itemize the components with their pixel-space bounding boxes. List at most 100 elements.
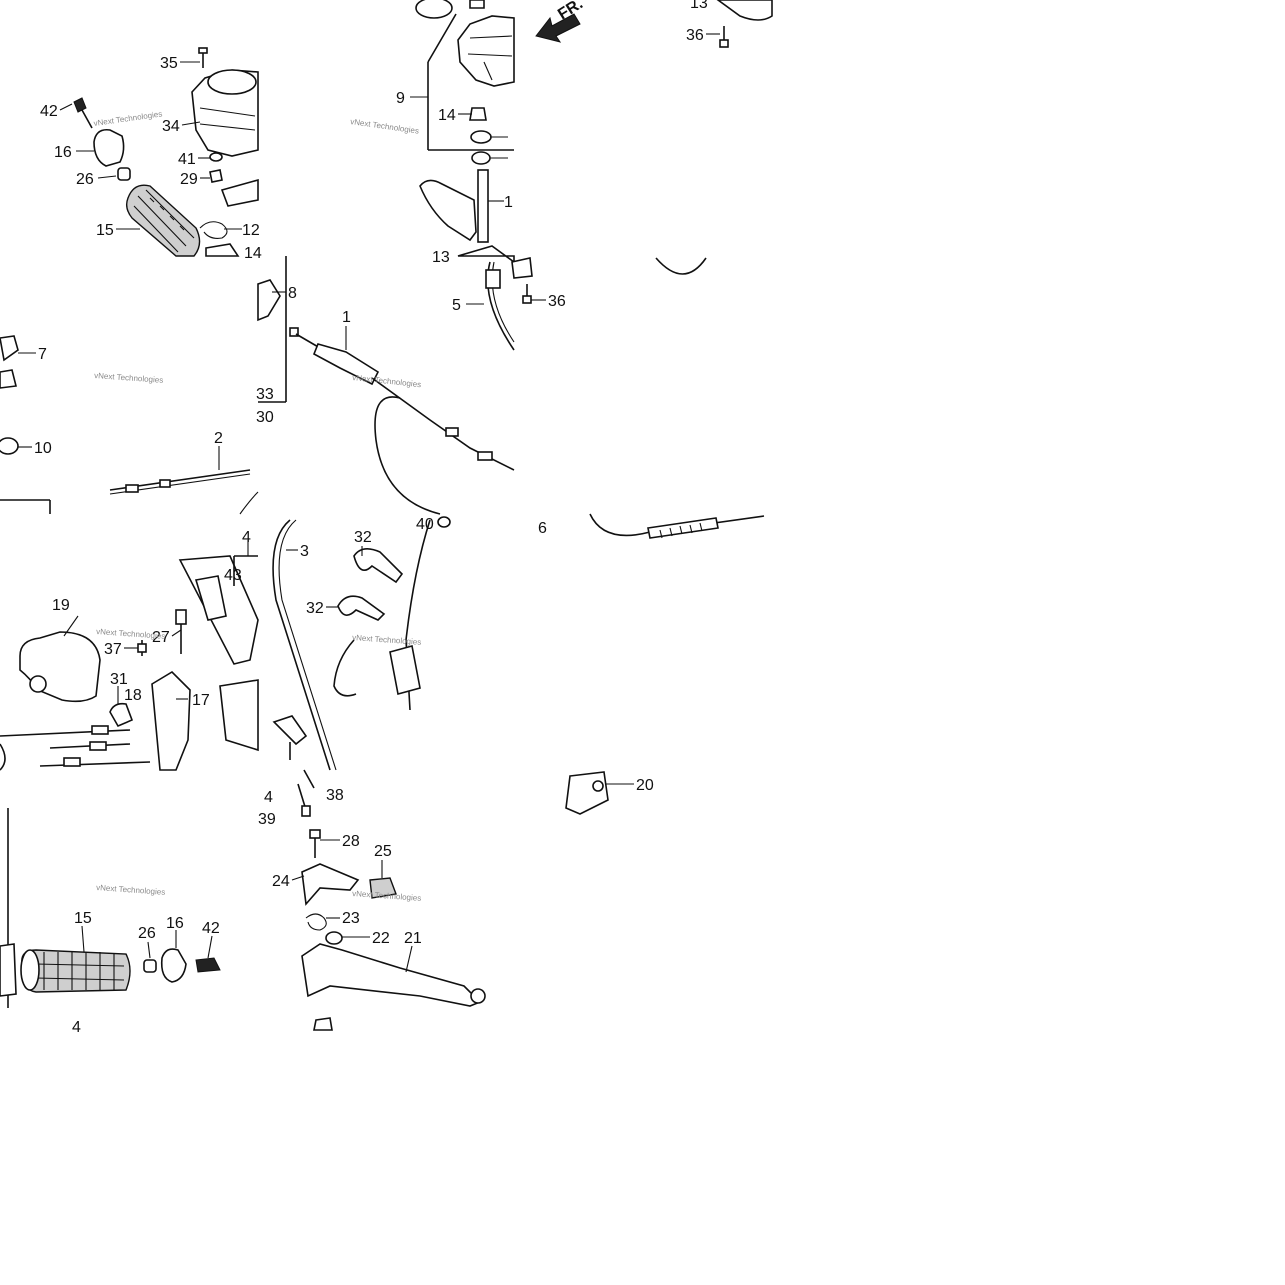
switch-19 [19, 631, 101, 703]
callout-13-top: 13 [432, 249, 450, 266]
watermark: vNext Technologies [352, 373, 422, 389]
cable-3 [272, 519, 331, 771]
callout-32-top: 32 [354, 529, 372, 546]
washer-33-top [470, 130, 492, 144]
pivot-24 [301, 863, 360, 906]
callout-37: 37 [104, 641, 122, 658]
callout-4-bottom: 4 [264, 789, 273, 806]
bolt-39 [301, 805, 311, 817]
callout-14-top: 14 [244, 245, 262, 262]
lever-21 [301, 943, 482, 1007]
callout-6: 6 [538, 520, 547, 537]
part-20-group [565, 771, 609, 815]
cable-1-adjuster [312, 343, 380, 386]
cable-1-group [257, 256, 515, 515]
callout-31: 31 [110, 671, 128, 688]
callout-29: 29 [180, 171, 198, 188]
clamp-32-top [353, 548, 404, 584]
callout-42-left: 42 [202, 920, 220, 937]
cable-2-group [0, 335, 259, 515]
callout-42: 42 [40, 103, 58, 120]
wire-harness [405, 519, 431, 711]
callout-15: 15 [96, 222, 114, 239]
callout-32-bottom: 32 [306, 600, 324, 617]
grip-15 [125, 184, 201, 257]
callout-43: 43 [224, 567, 242, 584]
grip-end-16b [160, 948, 187, 983]
callout-3: 3 [300, 543, 309, 560]
cable-6-group [589, 513, 765, 539]
bracket-13 [716, 0, 773, 21]
callout-26: 26 [76, 171, 94, 188]
callout-24: 24 [272, 873, 290, 890]
throttle-lever [419, 179, 477, 242]
block-25 [369, 877, 397, 899]
screw-37 [137, 643, 147, 653]
clamp-32-bottom [337, 595, 386, 621]
callout-20: 20 [636, 777, 654, 794]
lever-group [297, 769, 486, 1031]
callout-13: 13 [690, 0, 708, 12]
connector [389, 645, 421, 695]
callout-14: 14 [438, 107, 456, 124]
bolt-28 [309, 829, 321, 839]
callout-41: 41 [178, 151, 196, 168]
callout-21: 21 [404, 930, 422, 947]
callout-19: 19 [52, 597, 70, 614]
callout-10: 10 [34, 440, 52, 457]
screw-36b [522, 295, 532, 304]
callout-labels: 35 42 16 26 15 34 41 29 12 14 9 14 1 13 … [34, 0, 708, 1036]
front-direction-arrow [535, 13, 581, 43]
callout-23: 23 [342, 910, 360, 927]
callout-1-top: 1 [504, 194, 513, 211]
switch-housing-group [415, 0, 581, 264]
bolt-42b [195, 957, 221, 973]
callout-26-left: 26 [138, 925, 156, 942]
clip-29 [209, 169, 223, 183]
screw-35 [198, 47, 208, 54]
callout-16-left: 16 [166, 915, 184, 932]
callout-36: 36 [686, 27, 704, 44]
callout-34: 34 [162, 118, 180, 135]
holder-17 [151, 670, 191, 771]
holder-43 [194, 575, 227, 621]
callout-25: 25 [374, 843, 392, 860]
collar-26 [117, 167, 131, 181]
switch-housing [457, 15, 515, 87]
callout-12: 12 [242, 222, 260, 239]
screw-36 [719, 39, 729, 48]
clamp-18 [109, 702, 134, 728]
spring-23 [305, 913, 327, 931]
bolt-27 [175, 609, 187, 625]
left-grip-group [0, 808, 221, 1008]
callout-28: 28 [342, 833, 360, 850]
watermark: vNext Technologies [93, 109, 163, 128]
cable-bundle [0, 729, 131, 737]
callout-35: 35 [160, 55, 178, 72]
switch-19-group [0, 555, 259, 771]
watermark: vNext Technologies [350, 117, 420, 136]
callout-30: 30 [256, 409, 274, 426]
bracket-4 [272, 715, 308, 746]
callout-7: 7 [38, 346, 47, 363]
throttle-shaft [477, 169, 489, 243]
callout-27: 27 [152, 629, 170, 646]
callout-9: 9 [396, 90, 405, 107]
leader-lines [18, 33, 720, 973]
cable-6-adjuster [647, 517, 719, 539]
callout-15-left: 15 [74, 910, 92, 927]
watermark: vNext Technologies [96, 883, 166, 897]
grip-end-16 [93, 128, 125, 167]
callout-40: 40 [416, 516, 434, 533]
washer-30-top [471, 151, 491, 165]
part-20 [565, 771, 609, 815]
cap-14 [469, 107, 487, 121]
callout-22: 22 [372, 930, 390, 947]
callout-8: 8 [288, 285, 297, 302]
callout-18: 18 [124, 687, 142, 704]
callout-1: 1 [342, 309, 351, 326]
housing-cap [207, 69, 257, 95]
callout-33: 33 [256, 386, 274, 403]
watermark: vNext Technologies [352, 889, 422, 903]
watermark: vNext Technologies [352, 633, 422, 647]
